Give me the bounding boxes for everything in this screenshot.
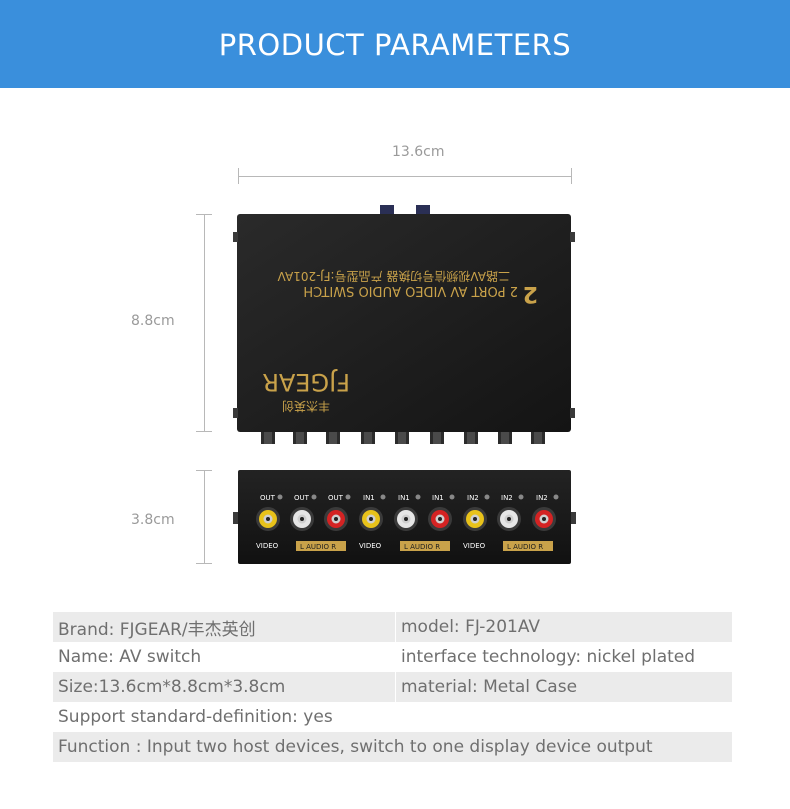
rear-port-stub: [293, 432, 307, 444]
width-dimension-tick-left: [238, 168, 239, 184]
height-dimension-line: [204, 470, 205, 564]
svg-text:L AUDIO R: L AUDIO R: [507, 543, 543, 551]
param-standard-definition: Support standard-definition: yes: [58, 707, 333, 727]
side-screw-icon: [571, 512, 576, 524]
rear-port-stub: [326, 432, 340, 444]
rca-jack: IN1: [394, 494, 421, 531]
device-logo-cn: 丰杰英创: [282, 399, 330, 413]
rear-port-stubs: [261, 432, 545, 444]
header-banner: PRODUCT PARAMETERS: [0, 0, 790, 88]
video-label: VIDEO: [463, 542, 486, 550]
port-tag: OUT: [328, 494, 344, 502]
param-material: material: Metal Case: [395, 672, 732, 702]
device-top-view: 二路AV视频信号切换器 产品型号:FJ-201AV 2 2 PORT AV VI…: [233, 205, 575, 444]
side-screw-icon: [233, 408, 238, 418]
table-row: Name: AV switch interface technology: ni…: [53, 642, 732, 672]
param-model: model: FJ-201AV: [395, 612, 732, 642]
height-dimension-tick-bottom: [196, 563, 212, 564]
table-row: Brand: FJGEAR/丰杰英创 model: FJ-201AV: [53, 612, 732, 642]
side-screw-icon: [233, 232, 238, 242]
width-dimension-line: [238, 176, 572, 177]
height-label: 3.8cm: [131, 512, 175, 528]
param-name: Name: AV switch: [58, 647, 202, 667]
side-screw-icon: [570, 408, 575, 418]
product-illustration: 二路AV视频信号切换器 产品型号:FJ-201AV 2 2 PORT AV VI…: [233, 205, 576, 564]
rear-port-stub: [464, 432, 478, 444]
param-interface: interface technology: nickel plated: [395, 642, 732, 672]
rca-jack: IN1: [359, 494, 386, 531]
depth-dimension-tick-bottom: [196, 431, 212, 432]
rca-jack: OUT: [290, 494, 317, 531]
audio-label: L AUDIO R: [503, 541, 553, 551]
rear-port-stub: [361, 432, 375, 444]
rca-jack: OUT: [324, 494, 351, 531]
port-tag: OUT: [294, 494, 310, 502]
device-model-text: 2 PORT AV VIDEO AUDIO SWITCH: [303, 283, 518, 298]
rear-port-stub: [430, 432, 444, 444]
param-brand: Brand: FJGEAR/丰杰英创: [58, 619, 256, 640]
depth-dimension-line: [204, 214, 205, 432]
table-row: Size:13.6cm*8.8cm*3.8cm material: Metal …: [53, 672, 732, 702]
port-tag: IN2: [536, 494, 548, 502]
param-size: Size:13.6cm*8.8cm*3.8cm: [58, 677, 286, 697]
width-dimension-tick-right: [571, 168, 572, 184]
rca-jack: OUT: [256, 494, 283, 531]
port-tag: IN1: [363, 494, 375, 502]
height-dimension-tick-top: [196, 470, 212, 471]
depth-dimension-tick-top: [196, 214, 212, 215]
device-port-number: 2: [523, 281, 538, 306]
svg-text:L AUDIO R: L AUDIO R: [300, 543, 336, 551]
rear-port-stub: [498, 432, 512, 444]
table-row: Function : Input two host devices, switc…: [53, 732, 732, 762]
audio-label: L AUDIO R: [400, 541, 450, 551]
rca-jack: IN2: [532, 494, 559, 531]
device-model-cn: 二路AV视频信号切换器 产品型号:FJ-201AV: [277, 269, 510, 284]
port-tag: IN1: [432, 494, 444, 502]
rca-jack: IN2: [497, 494, 524, 531]
device-top-case: [237, 214, 571, 432]
video-label: VIDEO: [359, 542, 382, 550]
table-row: Support standard-definition: yes: [53, 702, 732, 732]
port-tag: OUT: [260, 494, 276, 502]
rear-port-stub: [395, 432, 409, 444]
rear-port-stub: [261, 432, 275, 444]
page-title: PRODUCT PARAMETERS: [218, 28, 572, 62]
param-function: Function : Input two host devices, switc…: [58, 737, 653, 757]
device-logo: FJGEAR: [262, 368, 350, 396]
svg-text:L AUDIO R: L AUDIO R: [404, 543, 440, 551]
rca-jack: IN1: [428, 494, 455, 531]
port-tag: IN2: [467, 494, 479, 502]
side-screw-icon: [233, 512, 238, 524]
depth-label: 8.8cm: [131, 313, 175, 329]
width-label: 13.6cm: [392, 144, 445, 160]
parameters-table: Brand: FJGEAR/丰杰英创 model: FJ-201AV Name:…: [53, 612, 732, 762]
port-tag: IN1: [398, 494, 410, 502]
video-label: VIDEO: [256, 542, 279, 550]
side-screw-icon: [570, 232, 575, 242]
audio-label: L AUDIO R: [296, 541, 346, 551]
port-tag: IN2: [501, 494, 513, 502]
rca-jack: IN2: [463, 494, 490, 531]
rear-port-stub: [531, 432, 545, 444]
